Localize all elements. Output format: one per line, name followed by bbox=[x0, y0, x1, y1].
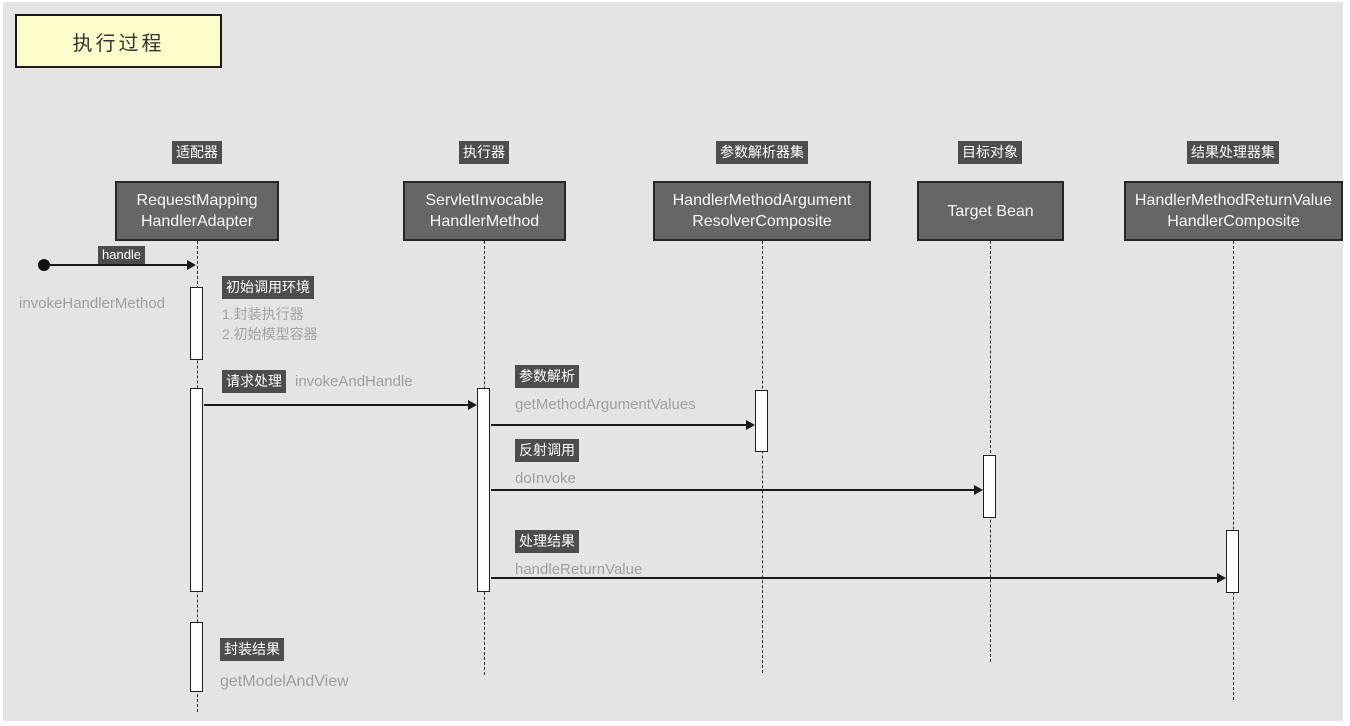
actor-name-line: RequestMapping bbox=[136, 192, 258, 209]
actor-box-request-mapping-handler-adapter: RequestMapping HandlerAdapter bbox=[115, 181, 279, 241]
handle-badge: handle bbox=[98, 246, 146, 264]
message-label-reflect-call: 反射调用 doInvoke bbox=[515, 439, 579, 487]
reflect-call-badge: 反射调用 bbox=[515, 439, 579, 462]
activation-return-value-handler bbox=[1226, 530, 1239, 593]
actor-role-adapter: 适配器 bbox=[172, 141, 222, 164]
activation-adapter-wrap-result bbox=[190, 622, 203, 692]
wrap-result-badge: 封装结果 bbox=[220, 638, 284, 661]
actor-role-result-handlers: 结果处理器集 bbox=[1187, 141, 1279, 164]
arrowhead-invoke-and-handle bbox=[468, 400, 477, 410]
page-edge-bottom bbox=[0, 721, 1350, 726]
actor-role-target-object: 目标对象 bbox=[958, 141, 1022, 164]
init-env-badge: 初始调用环境 bbox=[222, 276, 314, 299]
init-env-item: 1.封装执行器 bbox=[222, 306, 304, 322]
param-resolve-badge: 参数解析 bbox=[515, 365, 579, 388]
arrow-handle-return-value bbox=[491, 577, 1217, 579]
reflect-call-method: doInvoke bbox=[515, 470, 576, 487]
lifeline-return-value-handler-composite bbox=[1233, 241, 1234, 700]
actor-name-line: HandlerMethodReturnValue bbox=[1134, 192, 1333, 209]
actor-name-line: ResolverComposite bbox=[692, 213, 832, 230]
actor-box-target-bean: Target Bean bbox=[917, 181, 1064, 241]
arrow-do-invoke bbox=[491, 489, 974, 491]
wrap-result-method: getModelAndView bbox=[220, 673, 349, 690]
start-dot bbox=[38, 259, 50, 271]
request-handling-method: invokeAndHandle bbox=[295, 373, 413, 390]
actor-name-line: ServletInvocable bbox=[425, 192, 544, 209]
actor-box-handler-method-return-value-handler-composite: HandlerMethodReturnValue HandlerComposit… bbox=[1124, 181, 1343, 241]
note-wrap-result: 封装结果 getModelAndView bbox=[220, 638, 349, 691]
actor-role-executor: 执行器 bbox=[459, 141, 509, 164]
activation-argument-resolver bbox=[755, 390, 768, 452]
arrowhead-handle bbox=[187, 260, 196, 270]
arrowhead-handle-return-value bbox=[1217, 573, 1226, 583]
diagram-title: 执行过程 bbox=[72, 32, 165, 55]
activation-adapter-main bbox=[190, 388, 203, 592]
result-handle-method: handleReturnValue bbox=[515, 561, 643, 578]
page-edge-right bbox=[1343, 0, 1350, 726]
actor-name-line: HandlerMethod bbox=[429, 213, 540, 230]
activation-target-bean bbox=[983, 455, 996, 518]
message-label-result-handle: 处理结果 handleReturnValue bbox=[515, 530, 642, 578]
actor-name-line: HandlerMethodArgument bbox=[672, 192, 852, 209]
message-label-param-resolve: 参数解析 getMethodArgumentValues bbox=[515, 365, 696, 413]
note-init-call-env: 初始调用环境 1.封装执行器 2.初始模型容器 bbox=[222, 276, 318, 344]
actor-name-line: Target Bean bbox=[947, 202, 1034, 220]
message-label-handle: handle bbox=[98, 246, 146, 264]
actor-name-line: HandlerComposite bbox=[1167, 213, 1300, 230]
label-invoke-handler-method: invokeHandlerMethod bbox=[19, 295, 165, 312]
page-edge-top bbox=[0, 0, 1350, 2]
arrowhead-do-invoke bbox=[974, 485, 983, 495]
actor-name-line: HandlerAdapter bbox=[140, 213, 254, 230]
actor-role-argument-resolvers: 参数解析器集 bbox=[716, 141, 808, 164]
lifeline-target-bean bbox=[990, 241, 991, 662]
arrow-handle bbox=[48, 264, 187, 266]
actor-box-servlet-invocable-handler-method: ServletInvocable HandlerMethod bbox=[403, 181, 566, 241]
activation-adapter-init bbox=[190, 287, 203, 360]
result-handle-badge: 处理结果 bbox=[515, 530, 579, 553]
actor-box-handler-method-argument-resolver-composite: HandlerMethodArgument ResolverComposite bbox=[653, 181, 871, 241]
diagram-title-box: 执行过程 bbox=[15, 14, 222, 68]
arrow-invoke-and-handle bbox=[204, 404, 469, 406]
arrow-get-method-argument-values bbox=[491, 424, 746, 426]
request-handling-badge: 请求处理 bbox=[222, 370, 286, 393]
arrowhead-get-method-argument-values bbox=[746, 420, 755, 430]
lifeline-argument-resolver-composite bbox=[762, 241, 763, 673]
activation-handler-method bbox=[477, 388, 490, 592]
message-label-request-handling: 请求处理 invokeAndHandle bbox=[222, 370, 413, 393]
init-env-item: 2.初始模型容器 bbox=[222, 326, 318, 342]
page-edge-left bbox=[0, 0, 3, 726]
param-resolve-method: getMethodArgumentValues bbox=[515, 396, 696, 413]
